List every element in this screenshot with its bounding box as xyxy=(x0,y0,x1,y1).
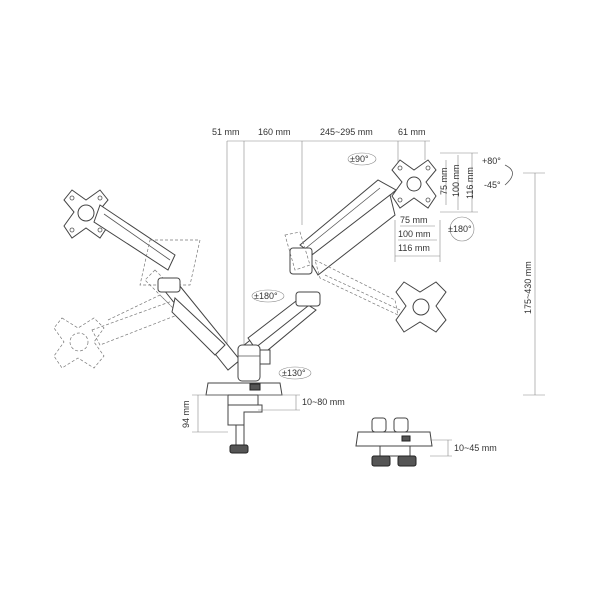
grommet-mount-detail xyxy=(355,417,452,467)
swivel-head-label: ±90° xyxy=(350,154,369,164)
vesa-116-height-label: 116 mm xyxy=(465,167,475,199)
top-dimension-lines xyxy=(226,140,430,365)
height-dimension-line xyxy=(523,172,545,396)
pole-and-base xyxy=(205,344,283,454)
right-vesa-plate-upper xyxy=(391,159,437,209)
height-range-label: 175~430 mm xyxy=(523,261,533,314)
arm-joint-rotation-label: ±180° xyxy=(254,291,278,301)
vesa-100-height-label: 100 mm xyxy=(451,164,461,197)
vesa-75-height-label: 75 mm xyxy=(439,167,449,195)
left-main-arm xyxy=(157,277,241,371)
right-vesa-plate-lower xyxy=(395,281,447,333)
grommet-range-label: 10~45 mm xyxy=(454,443,497,453)
left-vesa-plate-lower xyxy=(53,317,105,369)
arm-extension-label: 245~295 mm xyxy=(320,127,373,137)
left-vesa-plate-upper xyxy=(63,189,109,239)
rotate-head-label: ±180° xyxy=(448,224,472,234)
base-height-label: 94 mm xyxy=(181,400,191,428)
vesa-offset-label: 61 mm xyxy=(398,127,426,137)
base-joint-rotation-label: ±130° xyxy=(282,368,306,378)
vesa-dimension-lines xyxy=(394,152,478,262)
rotation-arrows xyxy=(251,152,513,380)
arm-segment-label: 160 mm xyxy=(258,127,291,137)
arm-offset-label: 51 mm xyxy=(212,127,240,137)
clamp-range-label: 10~80 mm xyxy=(302,397,345,407)
vesa-116-width-label: 116 mm xyxy=(398,243,430,253)
tilt-up-label: +80° xyxy=(482,156,501,166)
right-forearm xyxy=(284,179,401,316)
vesa-100-width-label: 100 mm xyxy=(398,229,431,239)
base-dimension-lines xyxy=(192,394,300,433)
tilt-down-label: -45° xyxy=(484,180,501,190)
vesa-75-width-label: 75 mm xyxy=(400,215,428,225)
